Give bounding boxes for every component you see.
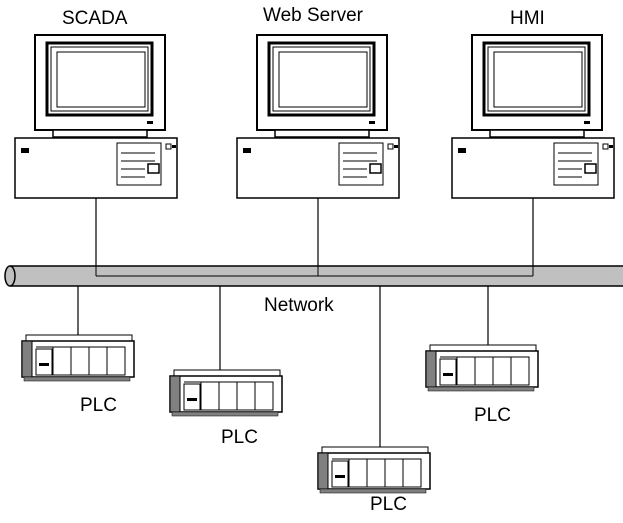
label-plc-1: PLC [80,395,117,416]
label-plc-3: PLC [370,494,407,515]
computer-web-server [235,33,401,200]
computer-scada [13,33,179,200]
computer-hmi [450,33,616,200]
label-hmi: HMI [510,8,545,29]
plc-device-2 [169,369,283,417]
label-plc-2: PLC [221,427,258,448]
label-plc-4: PLC [474,405,511,426]
plc-device-1 [21,334,135,382]
plc-device-4 [425,344,539,392]
label-web-server: Web Server [263,5,363,26]
plc-device-3 [317,446,431,494]
label-network: Network [264,295,334,316]
label-scada: SCADA [62,8,128,29]
network-bus [4,265,623,287]
